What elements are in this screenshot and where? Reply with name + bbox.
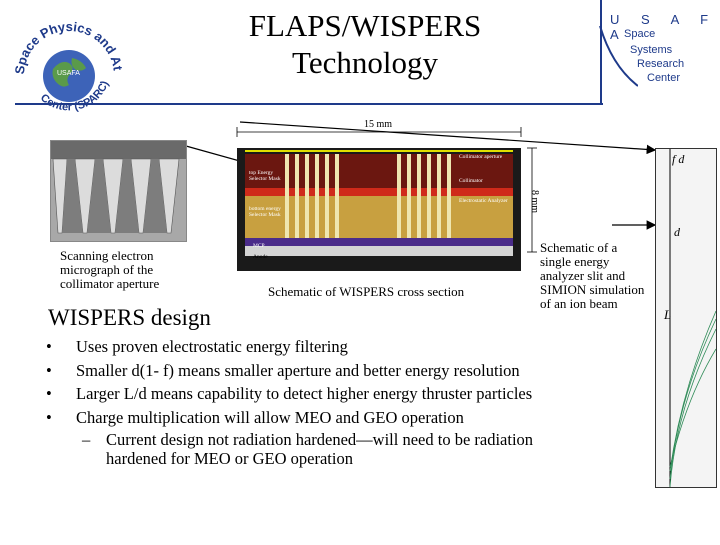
design-bullet-list: •Uses proven electrostatic energy filter…	[46, 335, 532, 429]
label-electrostatic-analyzer: Electrostatic Analyzer	[459, 198, 508, 204]
label-mcp: MCP	[253, 243, 265, 249]
ssrc-line-systems: Systems	[630, 44, 673, 56]
bullet-dot-icon: •	[46, 384, 52, 403]
dimension-width-label: 15 mm	[364, 119, 393, 130]
ssrc-line-space: Space	[624, 28, 656, 40]
bullet-item: •Charge multiplication will allow MEO an…	[46, 406, 532, 430]
usafa-wordmark: U S A F A	[610, 12, 718, 42]
sparc-logo: Space Physics and Atmospheric Research C…	[2, 2, 130, 120]
label-anode: Anode	[253, 254, 268, 260]
bullet-dot-icon: •	[46, 407, 52, 427]
label-bottom-energy-mask: bottom energy Selector Mask	[249, 206, 281, 218]
header-rule	[15, 103, 603, 105]
title-line-1: FLAPS/WISPERS	[248, 8, 482, 43]
analyzer-caption: Schematic of a single energy analyzer sl…	[540, 240, 645, 311]
wispers-cross-section-image: Collimator aperture Collimator Electrost…	[237, 148, 521, 271]
title-line-2: Technology	[292, 45, 438, 80]
logo-usafa-text: USAFA	[57, 70, 80, 77]
sub-bullet: – Current design not radiation hardened—…	[82, 430, 534, 468]
bullet-item: •Uses proven electrostatic energy filter…	[46, 335, 532, 359]
bullet-item: •Smaller d(1- f) means smaller aperture …	[46, 359, 532, 383]
label-collimator-aperture: Collimator aperture	[459, 154, 503, 160]
dash-icon: –	[82, 430, 91, 449]
rod-label-fd: f d	[672, 152, 685, 166]
simion-beam-image	[655, 148, 717, 488]
dimension-height-label: 8 mm	[529, 190, 540, 214]
ssrc-arc	[598, 24, 639, 90]
bullet-dot-icon: •	[46, 360, 52, 380]
label-collimator: Collimator	[459, 178, 483, 184]
ssrc-line-center: Center	[647, 72, 681, 84]
cross-section-caption: Schematic of WISPERS cross section	[268, 284, 465, 299]
section-heading: WISPERS design	[48, 305, 211, 330]
header-vertical-rule	[600, 0, 602, 104]
ssrc-line-research: Research	[637, 58, 685, 70]
bullet-item: •Larger L/d means capability to detect h…	[46, 382, 532, 406]
bullet-dot-icon: •	[46, 337, 52, 356]
sem-caption: Scanning electron micrograph of the coll…	[60, 248, 160, 291]
sem-micrograph-image	[50, 140, 187, 242]
rod-label-d: d	[674, 225, 680, 239]
rod-label-L: L	[664, 307, 672, 322]
label-top-energy-mask: top Energy Selector Mask	[249, 170, 281, 182]
